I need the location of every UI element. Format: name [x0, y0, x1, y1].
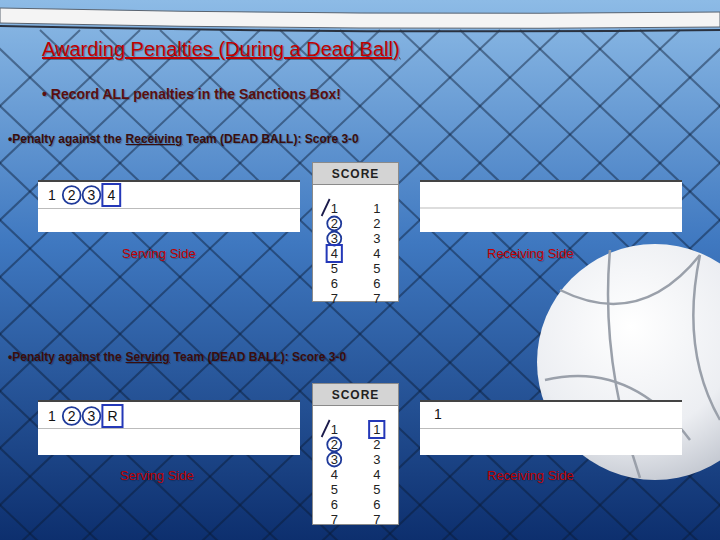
- receiving-row-box: [420, 180, 682, 232]
- score-number: 7: [313, 512, 356, 527]
- score-number: 4: [356, 467, 399, 482]
- service-number: 4: [107, 187, 115, 203]
- score-number: 3: [313, 231, 356, 246]
- score-number: 5: [356, 261, 399, 276]
- square-mark: [102, 405, 122, 427]
- penalty-heading-part: Serving: [126, 350, 170, 364]
- score-number: 5: [356, 482, 399, 497]
- score-header: SCORE: [313, 384, 398, 406]
- score-number: 4: [313, 246, 356, 261]
- score-number: 1: [313, 422, 356, 437]
- service-number: 3: [88, 408, 96, 424]
- penalty-heading-line: •Penalty against the Serving Team (DEAD BA…: [8, 350, 346, 364]
- penalty-heading-part: Receiving: [126, 132, 183, 146]
- row-divider-line: [420, 428, 682, 429]
- slide-title: Awarding Penalties (During a Dead Ball): [42, 38, 400, 61]
- penalty-heading-part: Team (DEAD BALL): Score 3-0: [186, 132, 358, 146]
- score-number: 7: [313, 291, 356, 306]
- score-header: SCORE: [313, 163, 398, 185]
- service-number: 1: [48, 408, 56, 424]
- side-label: Receiving Side: [487, 246, 574, 261]
- score-number: 6: [313, 497, 356, 512]
- score-number: 6: [313, 276, 356, 291]
- side-label: Receiving Side: [487, 468, 574, 483]
- score-number: 2: [313, 437, 356, 452]
- service-number: 2: [68, 187, 76, 203]
- score-number: 4: [313, 467, 356, 482]
- service-row-box: 1234: [38, 180, 300, 232]
- circle-mark: [63, 186, 81, 204]
- slash-mark: [322, 420, 330, 437]
- score-number: 2: [313, 216, 356, 231]
- score-number: 6: [356, 497, 399, 512]
- score-number: 5: [313, 261, 356, 276]
- tally-marks: [38, 182, 300, 232]
- row-divider-line: [38, 428, 300, 429]
- score-number: 1: [356, 422, 399, 437]
- circle-mark: [63, 407, 81, 425]
- service-number: 3: [88, 187, 96, 203]
- score-number: 1: [356, 201, 399, 216]
- side-label: Serving Side: [122, 246, 196, 261]
- score-number: 7: [356, 291, 399, 306]
- score-number: 3: [356, 231, 399, 246]
- score-number: 3: [313, 452, 356, 467]
- service-row-box: 123R: [38, 400, 300, 455]
- service-number: 2: [68, 408, 76, 424]
- score-number: 2: [356, 216, 399, 231]
- circle-mark: [83, 407, 101, 425]
- score-column-box: SCORE12345671234567: [312, 162, 399, 302]
- score-number: 6: [356, 276, 399, 291]
- circle-mark: [83, 186, 101, 204]
- penalty-heading-line: •Penalty against the ReceivingTeam (DEAD …: [8, 132, 359, 146]
- score-number: 7: [356, 512, 399, 527]
- slash-mark: [322, 199, 330, 216]
- score-number: 2: [356, 437, 399, 452]
- score-column-box: SCORE 1234567 1234567: [312, 383, 399, 525]
- square-mark: [102, 184, 120, 206]
- score-number: 5: [313, 482, 356, 497]
- score-number: 4: [356, 246, 399, 261]
- side-label: Serving Side: [120, 468, 194, 483]
- score-number: 3: [356, 452, 399, 467]
- service-row-box: 1: [420, 400, 682, 455]
- service-number: R: [107, 408, 117, 424]
- score-number: 1: [313, 201, 356, 216]
- instruction-bullet: • Record ALL penalties in the Sanctions …: [42, 86, 341, 102]
- penalty-heading-part: Team (DEAD BALL): Score 3-0: [174, 350, 346, 364]
- penalty-heading-part: •Penalty against the: [8, 132, 122, 146]
- row-divider-line: [38, 208, 300, 209]
- service-number: 1: [48, 187, 56, 203]
- penalty-heading-part: •Penalty against the: [8, 350, 122, 364]
- service-number: 1: [434, 406, 442, 422]
